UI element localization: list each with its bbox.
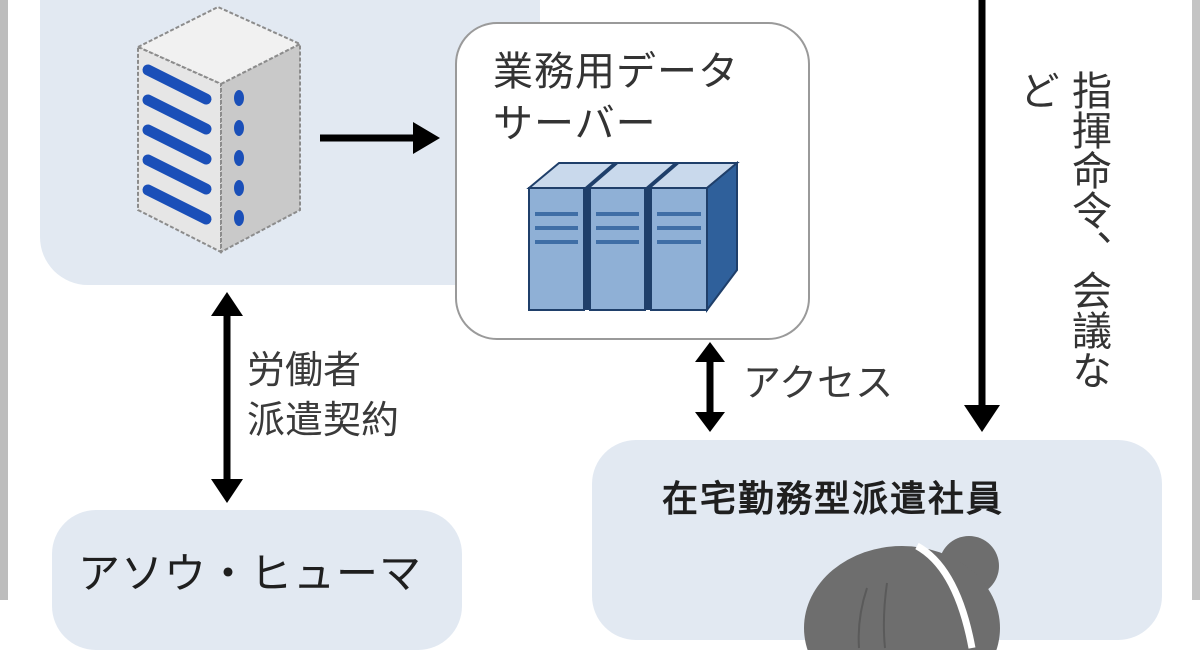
staffing-agency-panel: アソウ・ヒューマ xyxy=(52,510,462,650)
remote-worker-panel: 在宅勤務型派遣社員 xyxy=(592,440,1162,650)
server-title: 業務用データ サーバー xyxy=(493,49,739,147)
worker-title: 在宅勤務型派遣社員 xyxy=(662,479,1005,520)
person-icon xyxy=(804,536,1000,650)
arrow-to-server xyxy=(320,122,440,154)
command-label: 指揮命令、会議など xyxy=(1013,70,1111,390)
access-label: アクセス xyxy=(743,361,894,405)
agency-name: アソウ・ヒューマ xyxy=(78,549,423,598)
command-down-arrow xyxy=(964,0,1000,432)
contract-label: 労働者 派遣契約 xyxy=(247,348,400,442)
left-border xyxy=(0,0,8,600)
office-building-icon xyxy=(135,5,303,254)
access-double-arrow xyxy=(695,342,725,432)
server-rack-icon xyxy=(526,160,740,313)
data-server-box: 業務用データ サーバー xyxy=(455,22,810,340)
contract-double-arrow xyxy=(211,292,243,503)
right-border xyxy=(1192,0,1200,600)
